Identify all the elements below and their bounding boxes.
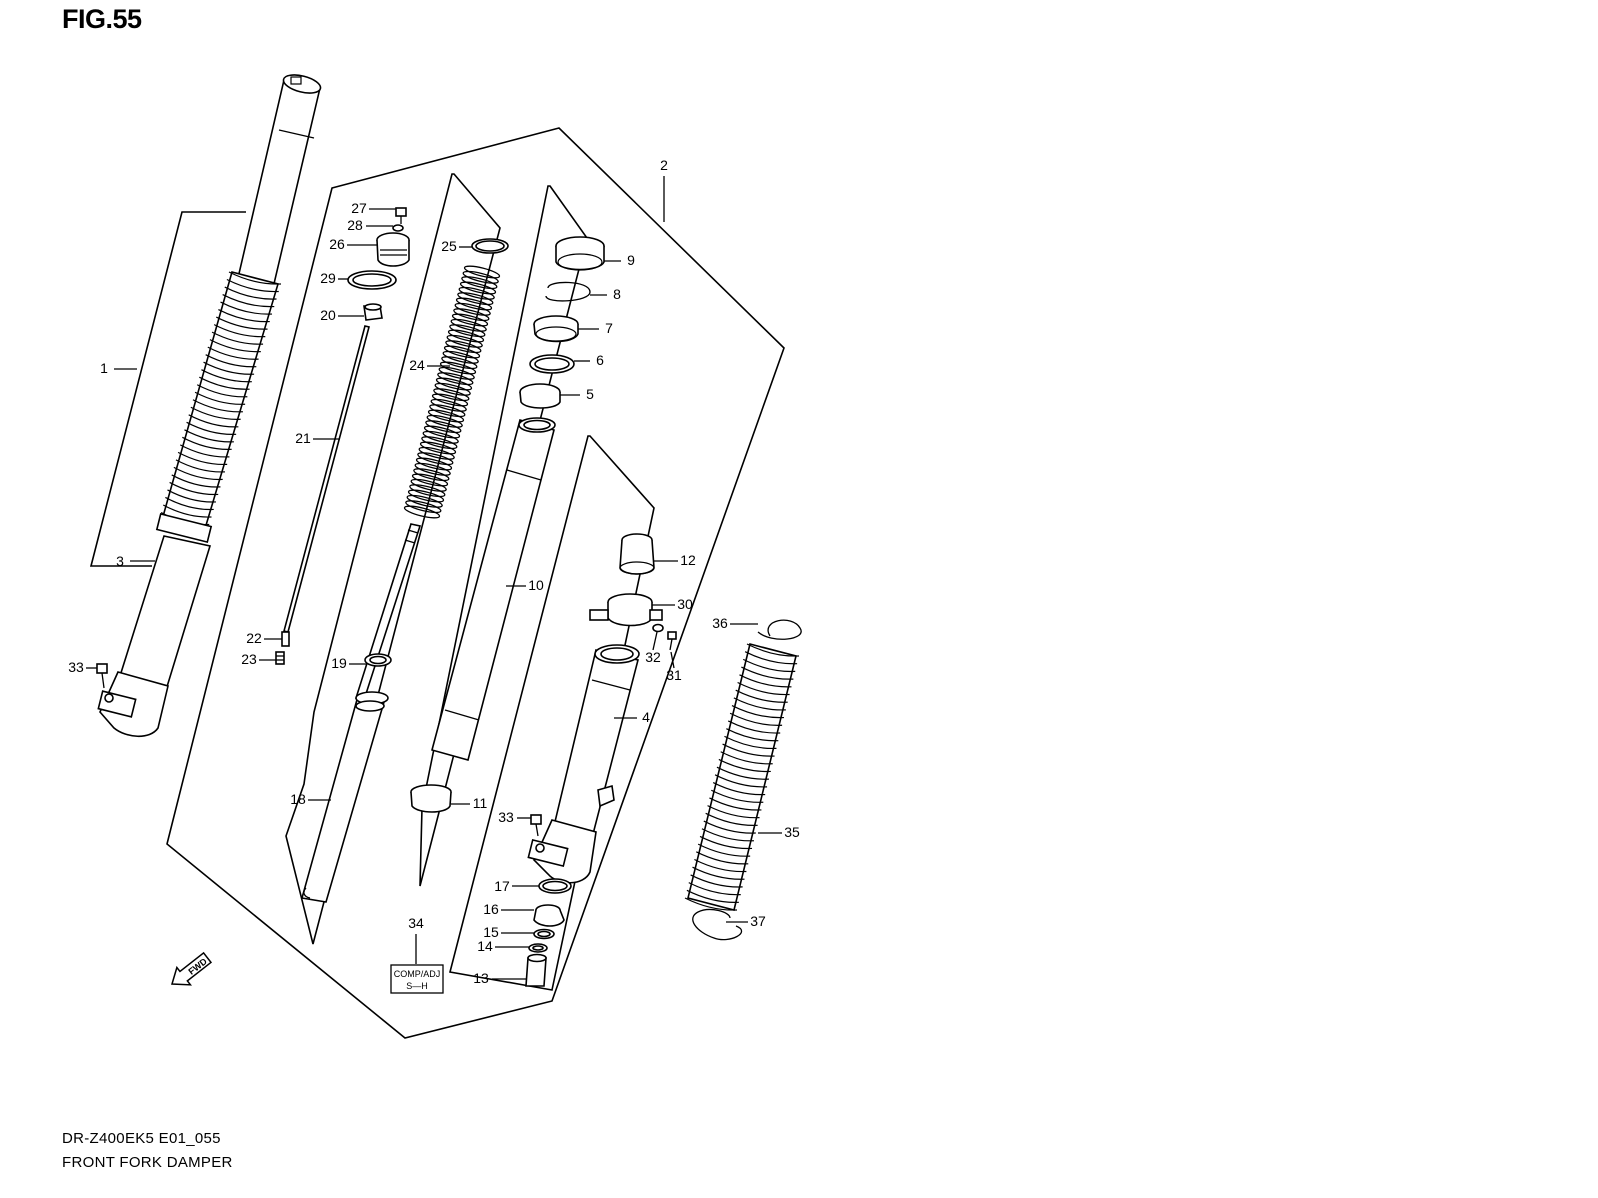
model-code: DR-Z400EK5 E01_055 xyxy=(62,1130,221,1147)
callout-19: 19 xyxy=(331,655,347,671)
callout-14: 14 xyxy=(477,938,493,954)
callout-16: 16 xyxy=(483,901,499,917)
outline-part-4-group xyxy=(449,435,655,991)
callout-21: 21 xyxy=(295,430,311,446)
callout-6: 6 xyxy=(596,352,604,368)
callout-33: 33 xyxy=(68,659,84,675)
callout-27: 27 xyxy=(351,200,367,216)
callout-33: 33 xyxy=(498,809,514,825)
callout-1: 1 xyxy=(100,360,108,376)
inner-tube-parts xyxy=(410,236,605,813)
leader-line-31 xyxy=(670,651,675,669)
figure-title: FIG.55 xyxy=(62,4,142,34)
outline-part-10-group xyxy=(419,185,588,887)
outline-part-1 xyxy=(89,211,246,567)
callout-5: 5 xyxy=(586,386,594,402)
badge-line-2: S—H xyxy=(406,981,428,991)
figure-caption: FRONT FORK DAMPER xyxy=(62,1154,233,1171)
outline-part-18-group xyxy=(285,173,501,945)
damper-rod-parts xyxy=(275,207,410,665)
callout-numbers: 1234567891011121314151617181920212223242… xyxy=(68,157,800,986)
outer-tube-parts xyxy=(525,533,677,987)
callout-7: 7 xyxy=(605,320,613,336)
fwd-arrow: FWD xyxy=(171,951,213,986)
badge-line-1: COMP/ADJ xyxy=(394,969,441,979)
callout-12: 12 xyxy=(680,552,696,568)
callout-2: 2 xyxy=(660,157,668,173)
callout-8: 8 xyxy=(613,286,621,302)
leader-line-32 xyxy=(652,631,658,651)
callout-20: 20 xyxy=(320,307,336,323)
callout-4: 4 xyxy=(642,709,650,725)
callout-leaders xyxy=(86,176,782,980)
callout-18: 18 xyxy=(290,791,306,807)
callout-10: 10 xyxy=(528,577,544,593)
callout-35: 35 xyxy=(784,824,800,840)
callout-11: 11 xyxy=(473,795,488,811)
callout-30: 30 xyxy=(677,596,693,612)
fork-boot-parts xyxy=(684,619,802,941)
callout-32: 32 xyxy=(645,649,661,665)
callout-28: 28 xyxy=(347,217,363,233)
assembly-outlines xyxy=(89,127,785,1039)
callout-31: 31 xyxy=(666,667,682,683)
callout-34: 34 xyxy=(408,915,424,931)
callout-13: 13 xyxy=(473,970,489,986)
callout-9: 9 xyxy=(627,252,635,268)
fork-assembly-part-1 xyxy=(96,74,322,738)
callout-15: 15 xyxy=(483,924,499,940)
callout-37: 37 xyxy=(750,913,766,929)
spring-and-cartridge xyxy=(300,238,509,903)
callout-17: 17 xyxy=(494,878,510,894)
callout-24: 24 xyxy=(409,357,425,373)
comp-adj-badge: COMP/ADJ S—H xyxy=(390,964,444,994)
callout-29: 29 xyxy=(320,270,336,286)
callout-36: 36 xyxy=(712,615,728,631)
callout-26: 26 xyxy=(329,236,345,252)
callout-25: 25 xyxy=(441,238,457,254)
outline-part-2 xyxy=(166,127,785,1039)
callout-23: 23 xyxy=(241,651,257,667)
callout-3: 3 xyxy=(116,553,124,569)
callout-22: 22 xyxy=(246,630,262,646)
